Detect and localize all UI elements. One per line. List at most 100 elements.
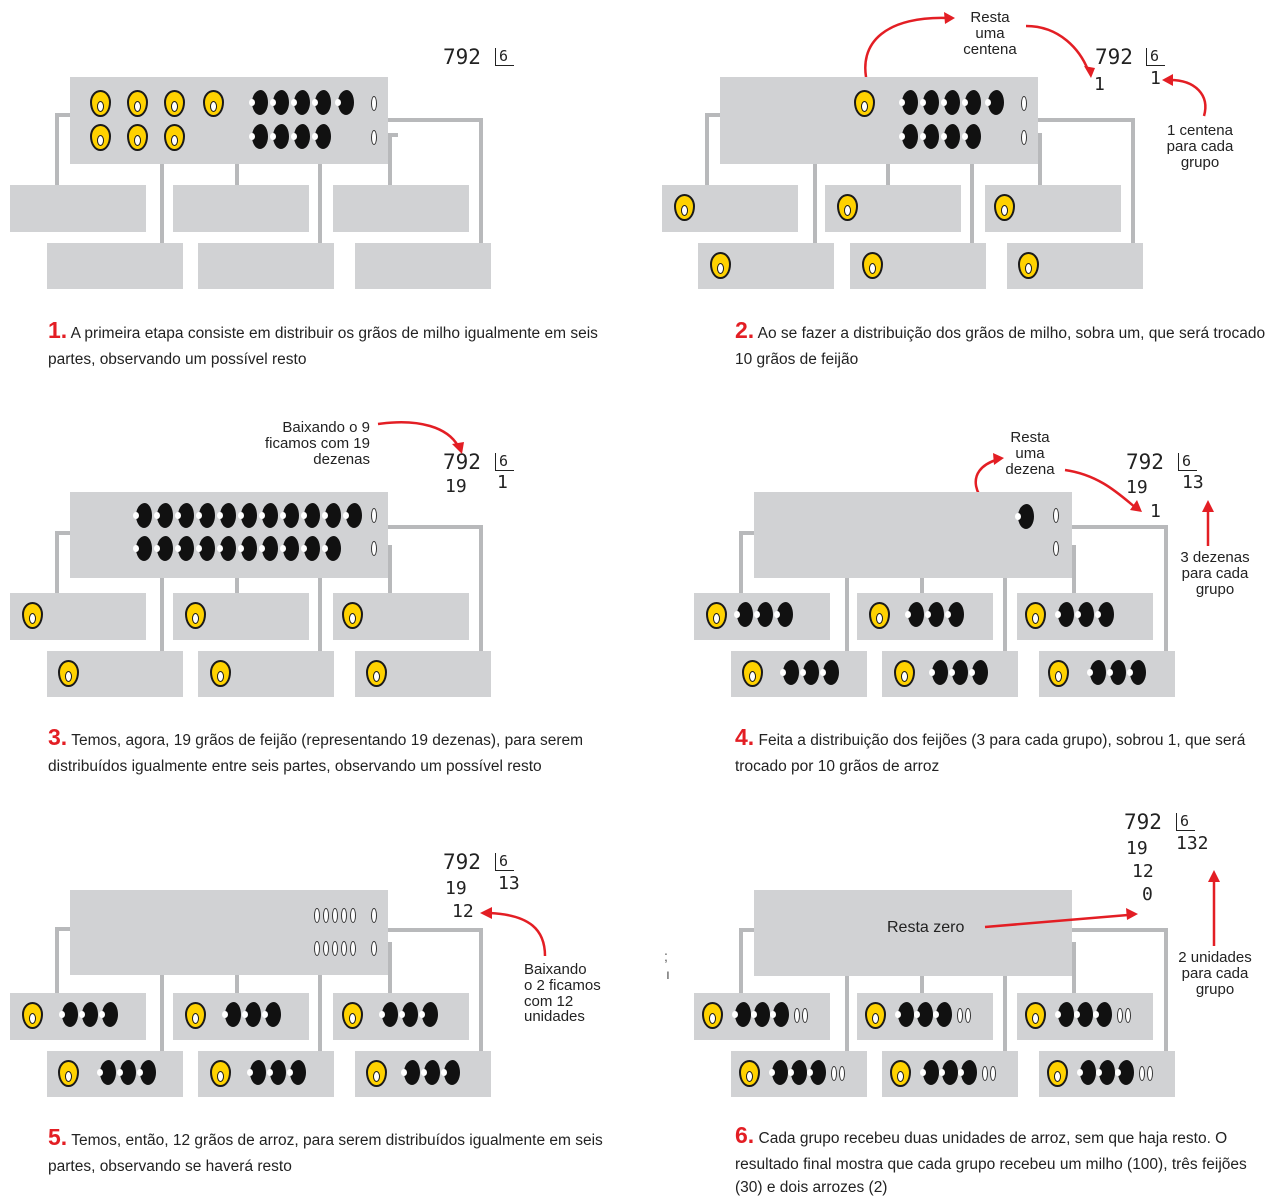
bean-icon: [59, 1002, 78, 1027]
connector: [1003, 578, 1007, 651]
bean-icon: [133, 503, 152, 528]
corn-grain-icon: [1048, 660, 1069, 687]
note-bring-down: Baixando o 9 ficamos com 19 dezenas: [264, 419, 370, 468]
bean-icon: [754, 602, 773, 627]
dividend: 792: [1126, 450, 1164, 474]
connector: [970, 163, 974, 243]
caption-panel-5: 5. Temos, então, 12 grãos de arroz, para…: [48, 1120, 608, 1178]
corn-grain-icon: [127, 90, 148, 117]
connector: [1038, 118, 1134, 122]
main-box: [70, 77, 388, 164]
corn-grain-icon: [739, 1060, 760, 1087]
panel-4: Resta uma dezena 792 6 19 13 1 3 dezenas…: [640, 400, 1260, 780]
connector: [920, 976, 924, 993]
connector: [318, 163, 322, 243]
bean-icon: [941, 90, 960, 115]
corn-grain-icon: [90, 124, 111, 151]
connector: [388, 133, 392, 185]
connector: [55, 927, 59, 993]
red-arrow-icon: [864, 12, 1207, 117]
bean-icon: [267, 1060, 286, 1085]
connector: [813, 163, 817, 243]
rice-grain-icon: [371, 508, 377, 523]
bean-icon: [1127, 660, 1146, 685]
bean-icon: [820, 660, 839, 685]
rice-grain-icon: [350, 908, 356, 923]
bean-icon: [249, 90, 268, 115]
red-arrow-icon: [974, 453, 1214, 546]
bean-icon: [788, 1060, 807, 1085]
corn-grain-icon: [710, 252, 731, 279]
group-box: [355, 243, 491, 289]
divisor: 6: [495, 453, 515, 471]
step-number: 1.: [48, 317, 68, 343]
line-two: 19: [445, 476, 467, 497]
bean-icon: [770, 1002, 789, 1027]
connector: [388, 928, 483, 932]
bean-icon: [222, 1002, 241, 1027]
bean-icon: [969, 660, 988, 685]
caption-panel-1: 1. A primeira etapa consiste em distribu…: [48, 313, 608, 371]
connector: [845, 976, 849, 1051]
quotient: 13: [498, 873, 520, 894]
corn-grain-icon: [58, 1060, 79, 1087]
main-box: [754, 890, 1072, 976]
corn-grain-icon: [702, 1002, 723, 1029]
group-box: [198, 243, 334, 289]
connector: [1072, 545, 1076, 593]
bean-icon: [945, 602, 964, 627]
bean-icon: [1087, 660, 1106, 685]
bean-icon: [291, 124, 310, 149]
step-number: 2.: [735, 317, 755, 343]
corn-grain-icon: [127, 124, 148, 151]
corn-grain-icon: [22, 602, 43, 629]
bean-icon: [238, 536, 257, 561]
line-two: 19: [445, 878, 467, 899]
corn-grain-icon: [164, 124, 185, 151]
dividend: 792: [443, 450, 481, 474]
bean-icon: [1075, 602, 1094, 627]
rice-grain-icon: [1117, 1008, 1123, 1023]
bean-icon: [280, 503, 299, 528]
corn-grain-icon: [366, 1060, 387, 1087]
connector: [705, 113, 721, 117]
rice-grain-icon: [341, 908, 347, 923]
connector: [705, 113, 709, 185]
quotient: 13: [1182, 472, 1204, 493]
bean-icon: [985, 90, 1004, 115]
bean-icon: [800, 660, 819, 685]
corn-grain-icon: [865, 1002, 886, 1029]
bean-icon: [1096, 1060, 1115, 1085]
bean-icon: [270, 124, 289, 149]
rice-grain-icon: [332, 908, 338, 923]
corn-grain-icon: [837, 194, 858, 221]
group-box: [47, 243, 183, 289]
group-box: [333, 185, 469, 232]
dividend: 792: [1095, 45, 1133, 69]
connector: [55, 531, 59, 593]
bean-icon: [322, 503, 341, 528]
connector: [235, 975, 239, 993]
connector: [479, 928, 483, 1051]
corn-grain-icon: [90, 90, 111, 117]
dividend: 792: [443, 850, 481, 874]
rice-grain-icon: [794, 1008, 800, 1023]
corn-grain-icon: [894, 660, 915, 687]
bean-icon: [133, 536, 152, 561]
rice-grain-icon: [371, 130, 377, 145]
bean-icon: [238, 503, 257, 528]
cropped-text-fragment: ı: [666, 966, 670, 982]
main-box: [70, 890, 388, 975]
bean-icon: [732, 1002, 751, 1027]
rice-grain-icon: [1021, 96, 1027, 111]
rice-grain-icon: [323, 941, 329, 956]
bean-icon: [914, 1002, 933, 1027]
caption-panel-2: 2. Ao se fazer a distribuição dos grãos …: [735, 313, 1266, 371]
bean-icon: [807, 1060, 826, 1085]
step-number: 3.: [48, 724, 68, 750]
note-remainder: Resta uma dezena: [1005, 429, 1055, 478]
corn-grain-icon: [742, 660, 763, 687]
caption-text: A primeira etapa consiste em distribuir …: [48, 325, 598, 368]
bean-icon: [249, 124, 268, 149]
corn-grain-icon: [22, 1002, 43, 1029]
